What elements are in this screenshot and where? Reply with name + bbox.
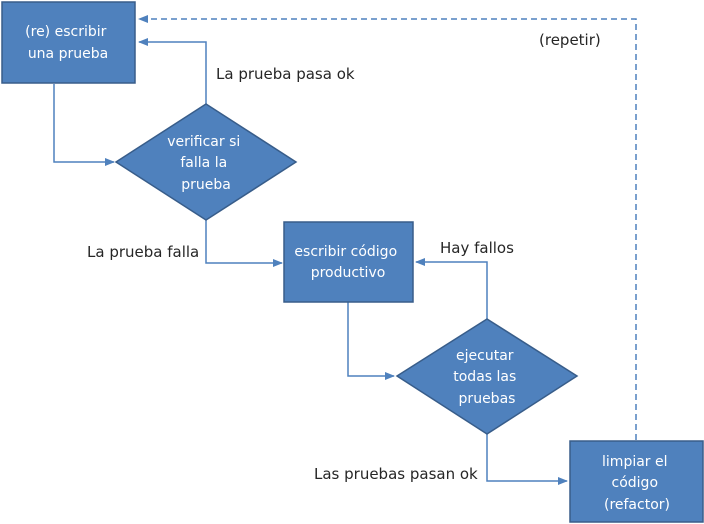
edge-verify-fail-to-write-code	[205, 220, 283, 267]
node-verify-fail-line-1: verificar si	[167, 134, 240, 150]
node-refactor: limpiar el código (refactor)	[569, 440, 704, 523]
label-repeat: (repetir)	[539, 31, 601, 49]
node-run-tests-line-3: pruebas	[459, 391, 516, 407]
node-refactor-line-1: limpiar el	[602, 454, 667, 470]
label-failures: Hay fallos	[440, 239, 514, 257]
node-verify-fail-line-2: falla la	[180, 155, 227, 171]
label-test-passes: La prueba pasa ok	[216, 65, 355, 83]
node-write-test-line-1: (re) escribir	[25, 24, 106, 40]
node-write-code-line-1: escribir código	[294, 244, 397, 260]
svg-text:escribir código producti: escribir código productivo	[294, 244, 401, 281]
node-verify-fail: verificar si falla la prueba	[114, 103, 298, 221]
node-write-test-line-2: una prueba	[28, 46, 108, 62]
svg-text:limpiar el código: limpiar el código (refactor)	[602, 454, 672, 513]
edge-run-tests-pass-to-refactor	[486, 434, 568, 485]
edge-write-code-to-run-tests	[347, 302, 395, 380]
node-write-code: escribir código productivo	[283, 221, 414, 303]
edge-refactor-repeat-to-write-test	[138, 15, 637, 440]
svg-text:verificar si falla la: verificar si falla la prueba	[167, 134, 244, 193]
node-refactor-line-2: código	[612, 475, 659, 491]
edge-write-test-to-verify	[53, 84, 115, 166]
label-tests-pass: Las pruebas pasan ok	[314, 465, 478, 483]
edge-run-tests-fail-to-write-code	[415, 258, 488, 320]
node-run-tests-line-2: todas las	[453, 369, 516, 385]
edge-verify-pass-to-write-test	[138, 38, 207, 104]
node-run-tests: ejecutar todas las pruebas	[395, 318, 579, 435]
node-write-code-line-2: productivo	[311, 265, 386, 281]
svg-text:ejecutar todas las: ejecutar todas las pruebas	[453, 348, 520, 407]
node-run-tests-line-1: ejecutar	[456, 348, 514, 364]
label-test-fails: La prueba falla	[87, 243, 199, 261]
svg-text:(re) escribir una prueba: (re) escribir una prueba	[25, 24, 111, 62]
node-refactor-line-3: (refactor)	[604, 497, 670, 513]
node-write-test: (re) escribir una prueba	[1, 1, 136, 84]
node-verify-fail-line-3: prueba	[181, 177, 231, 193]
